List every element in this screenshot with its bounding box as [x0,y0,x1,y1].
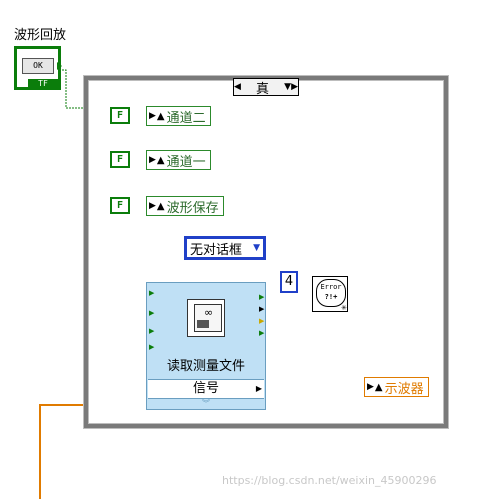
property-node-label: 通道二 [166,110,206,126]
case-selector[interactable]: ◀ 真 ▼▶ [233,78,299,97]
express-vi-read-file[interactable]: ∞ ▶ ▶ ▶ ▶ ▶ ▶ ▶ ▶ 读取测量文件 信号 ▶ ︾ [146,282,266,410]
express-vi-label: 读取测量文件 [166,359,245,374]
ok-button-face: OK [22,58,54,74]
output-terminal-ticks: ▶ ▶ ▶ ▶ [259,293,265,337]
property-node-label: 示波器 [384,381,424,397]
tf-label: TF [28,79,58,89]
ring-value: 无对话框 [190,242,243,258]
case-selector-value: 真 [256,81,270,97]
input-terminal-ticks: ▶ ▶ ▶ ▶ [149,289,155,351]
property-node-scope[interactable]: ▶ ▲ 示波器 [364,377,429,397]
property-arrow-icon: ▶ [149,111,156,121]
property-node-label: 波形保存 [166,200,219,216]
boolean-wire [62,69,88,109]
button-terminal[interactable]: OK TF [14,46,62,90]
property-house-icon: ▲ [374,381,383,393]
watermark-text: https://blog.csdn.net/weixin_45900296 [222,474,437,487]
numeric-constant[interactable]: 4 [280,271,298,293]
property-node-label: 通道一 [166,154,206,170]
express-vi-terminal-signal[interactable]: 信号 ▶ [148,379,264,399]
property-node-ch1[interactable]: ▶ ▲ 通道一 [146,150,211,170]
express-expand-icon[interactable]: ︾ [202,399,210,408]
property-node-ch2[interactable]: ▶ ▲ 通道二 [146,106,211,126]
property-node-save[interactable]: ▶ ▲ 波形保存 [146,196,224,216]
property-house-icon: ▲ [156,200,165,212]
property-arrow-icon: ▶ [149,201,156,211]
error-text: Error [320,283,342,291]
false-constant-ch2[interactable]: F [110,107,130,124]
property-house-icon: ▲ [156,154,165,166]
false-constant-ch1[interactable]: F [110,151,130,168]
case-structure[interactable] [84,76,448,428]
property-arrow-icon: ▶ [367,382,374,392]
false-constant-save[interactable]: F [110,197,130,214]
glasses-icon: ∞ [187,299,225,337]
error-handler-vi[interactable]: Error ?!+ ✳ [312,276,348,312]
prev-case-arrow-icon[interactable]: ◀ [234,82,241,92]
error-symbols: ?!+ [324,293,338,301]
error-asterisk-icon: ✳ [341,304,347,312]
error-speech-icon: Error ?!+ [316,279,346,307]
property-arrow-icon: ▶ [149,155,156,165]
terminal-output-arrow-icon: ▶ [255,384,262,393]
property-house-icon: ▲ [156,110,165,122]
ok-button-text: OK [33,61,43,70]
case-dropdown-icon[interactable]: ▼▶ [284,82,298,92]
waveform-tunnel-wire [39,404,88,499]
control-label: 波形回放 [14,28,67,43]
dialog-ring-constant[interactable]: 无对话框 ▼ [184,236,266,260]
ring-dropdown-icon[interactable]: ▼ [253,243,260,253]
terminal-arrow-icon [57,62,62,70]
